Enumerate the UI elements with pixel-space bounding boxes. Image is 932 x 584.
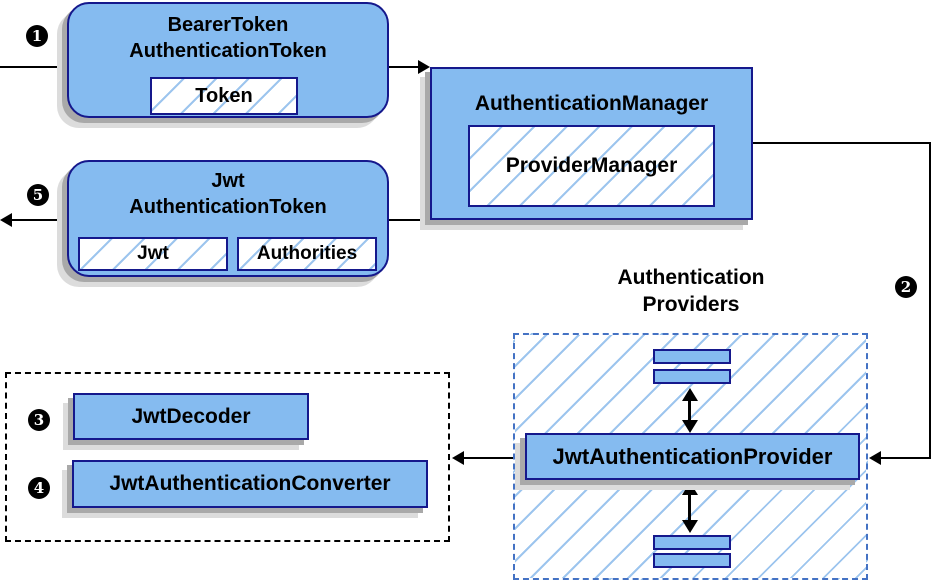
providers-heading: Authentication Providers [513, 264, 869, 318]
arrowhead-down-icon [682, 520, 698, 533]
step-4-badge: 4 [28, 477, 50, 499]
to-provider-path-top [753, 142, 931, 144]
bearer-token-title-line1: BearerToken [167, 14, 289, 36]
jwt-authentication-converter-label: JwtAuthenticationConverter [109, 472, 391, 495]
bearer-token-title-line2: AuthenticationToken [129, 40, 327, 62]
jwt-authentication-converter-node: JwtAuthenticationConverter [72, 460, 428, 508]
step-2-badge: 2 [895, 276, 917, 298]
response-out-line [12, 219, 68, 221]
arrowhead-left-icon [0, 213, 12, 227]
step-5-badge: 5 [27, 184, 49, 206]
helpers-group-box [5, 372, 450, 542]
to-provider-path-bottom [881, 457, 931, 459]
jwt-decoder-node: JwtDecoder [73, 393, 309, 440]
provider-stub-bar [653, 369, 731, 384]
jwt-token-title-line2: AuthenticationToken [129, 196, 327, 218]
providers-heading-line2: Providers [642, 293, 740, 316]
provider-to-helpers-line [464, 457, 525, 459]
arrowhead-left-icon [452, 451, 464, 465]
jwt-field-label: Jwt [137, 243, 169, 264]
jwt-authentication-provider-node: JwtAuthenticationProvider [525, 433, 860, 480]
jwt-token-title: Jwt AuthenticationToken [69, 168, 387, 220]
step-3-badge: 3 [28, 409, 50, 431]
arrowhead-left-icon [869, 451, 881, 465]
arrowhead-up-icon [682, 388, 698, 401]
token-field-label: Token [195, 84, 253, 107]
to-auth-manager-line [389, 66, 419, 68]
providers-heading-line1: Authentication [617, 266, 765, 289]
arrowhead-up-icon [682, 482, 698, 495]
stub-link-top-line [688, 399, 691, 423]
to-provider-path-side [929, 142, 931, 459]
provider-stub-bar [653, 553, 731, 568]
bearer-token-title: BearerToken AuthenticationToken [69, 12, 387, 64]
arrowhead-right-icon [418, 60, 430, 74]
auth-manager-title: AuthenticationManager [474, 92, 709, 115]
stub-link-bottom-line [688, 493, 691, 521]
jwt-token-title-line1: Jwt [211, 170, 245, 192]
provider-stub-bar [653, 349, 731, 364]
request-in-line [0, 66, 68, 68]
auth-manager-to-jwt-token-line [389, 219, 430, 221]
jwt-field: Jwt [78, 237, 228, 271]
authorities-field: Authorities [237, 237, 377, 271]
arrowhead-down-icon [682, 420, 698, 433]
jwt-decoder-label: JwtDecoder [131, 404, 251, 428]
authorities-field-label: Authorities [256, 243, 358, 264]
provider-stub-bar [653, 535, 731, 550]
step-1-badge: 1 [26, 25, 48, 47]
token-field: Token [150, 77, 298, 115]
jwt-authentication-provider-label: JwtAuthenticationProvider [552, 443, 833, 469]
provider-manager-label: ProviderManager [505, 154, 678, 177]
provider-manager-box: ProviderManager [468, 125, 715, 207]
